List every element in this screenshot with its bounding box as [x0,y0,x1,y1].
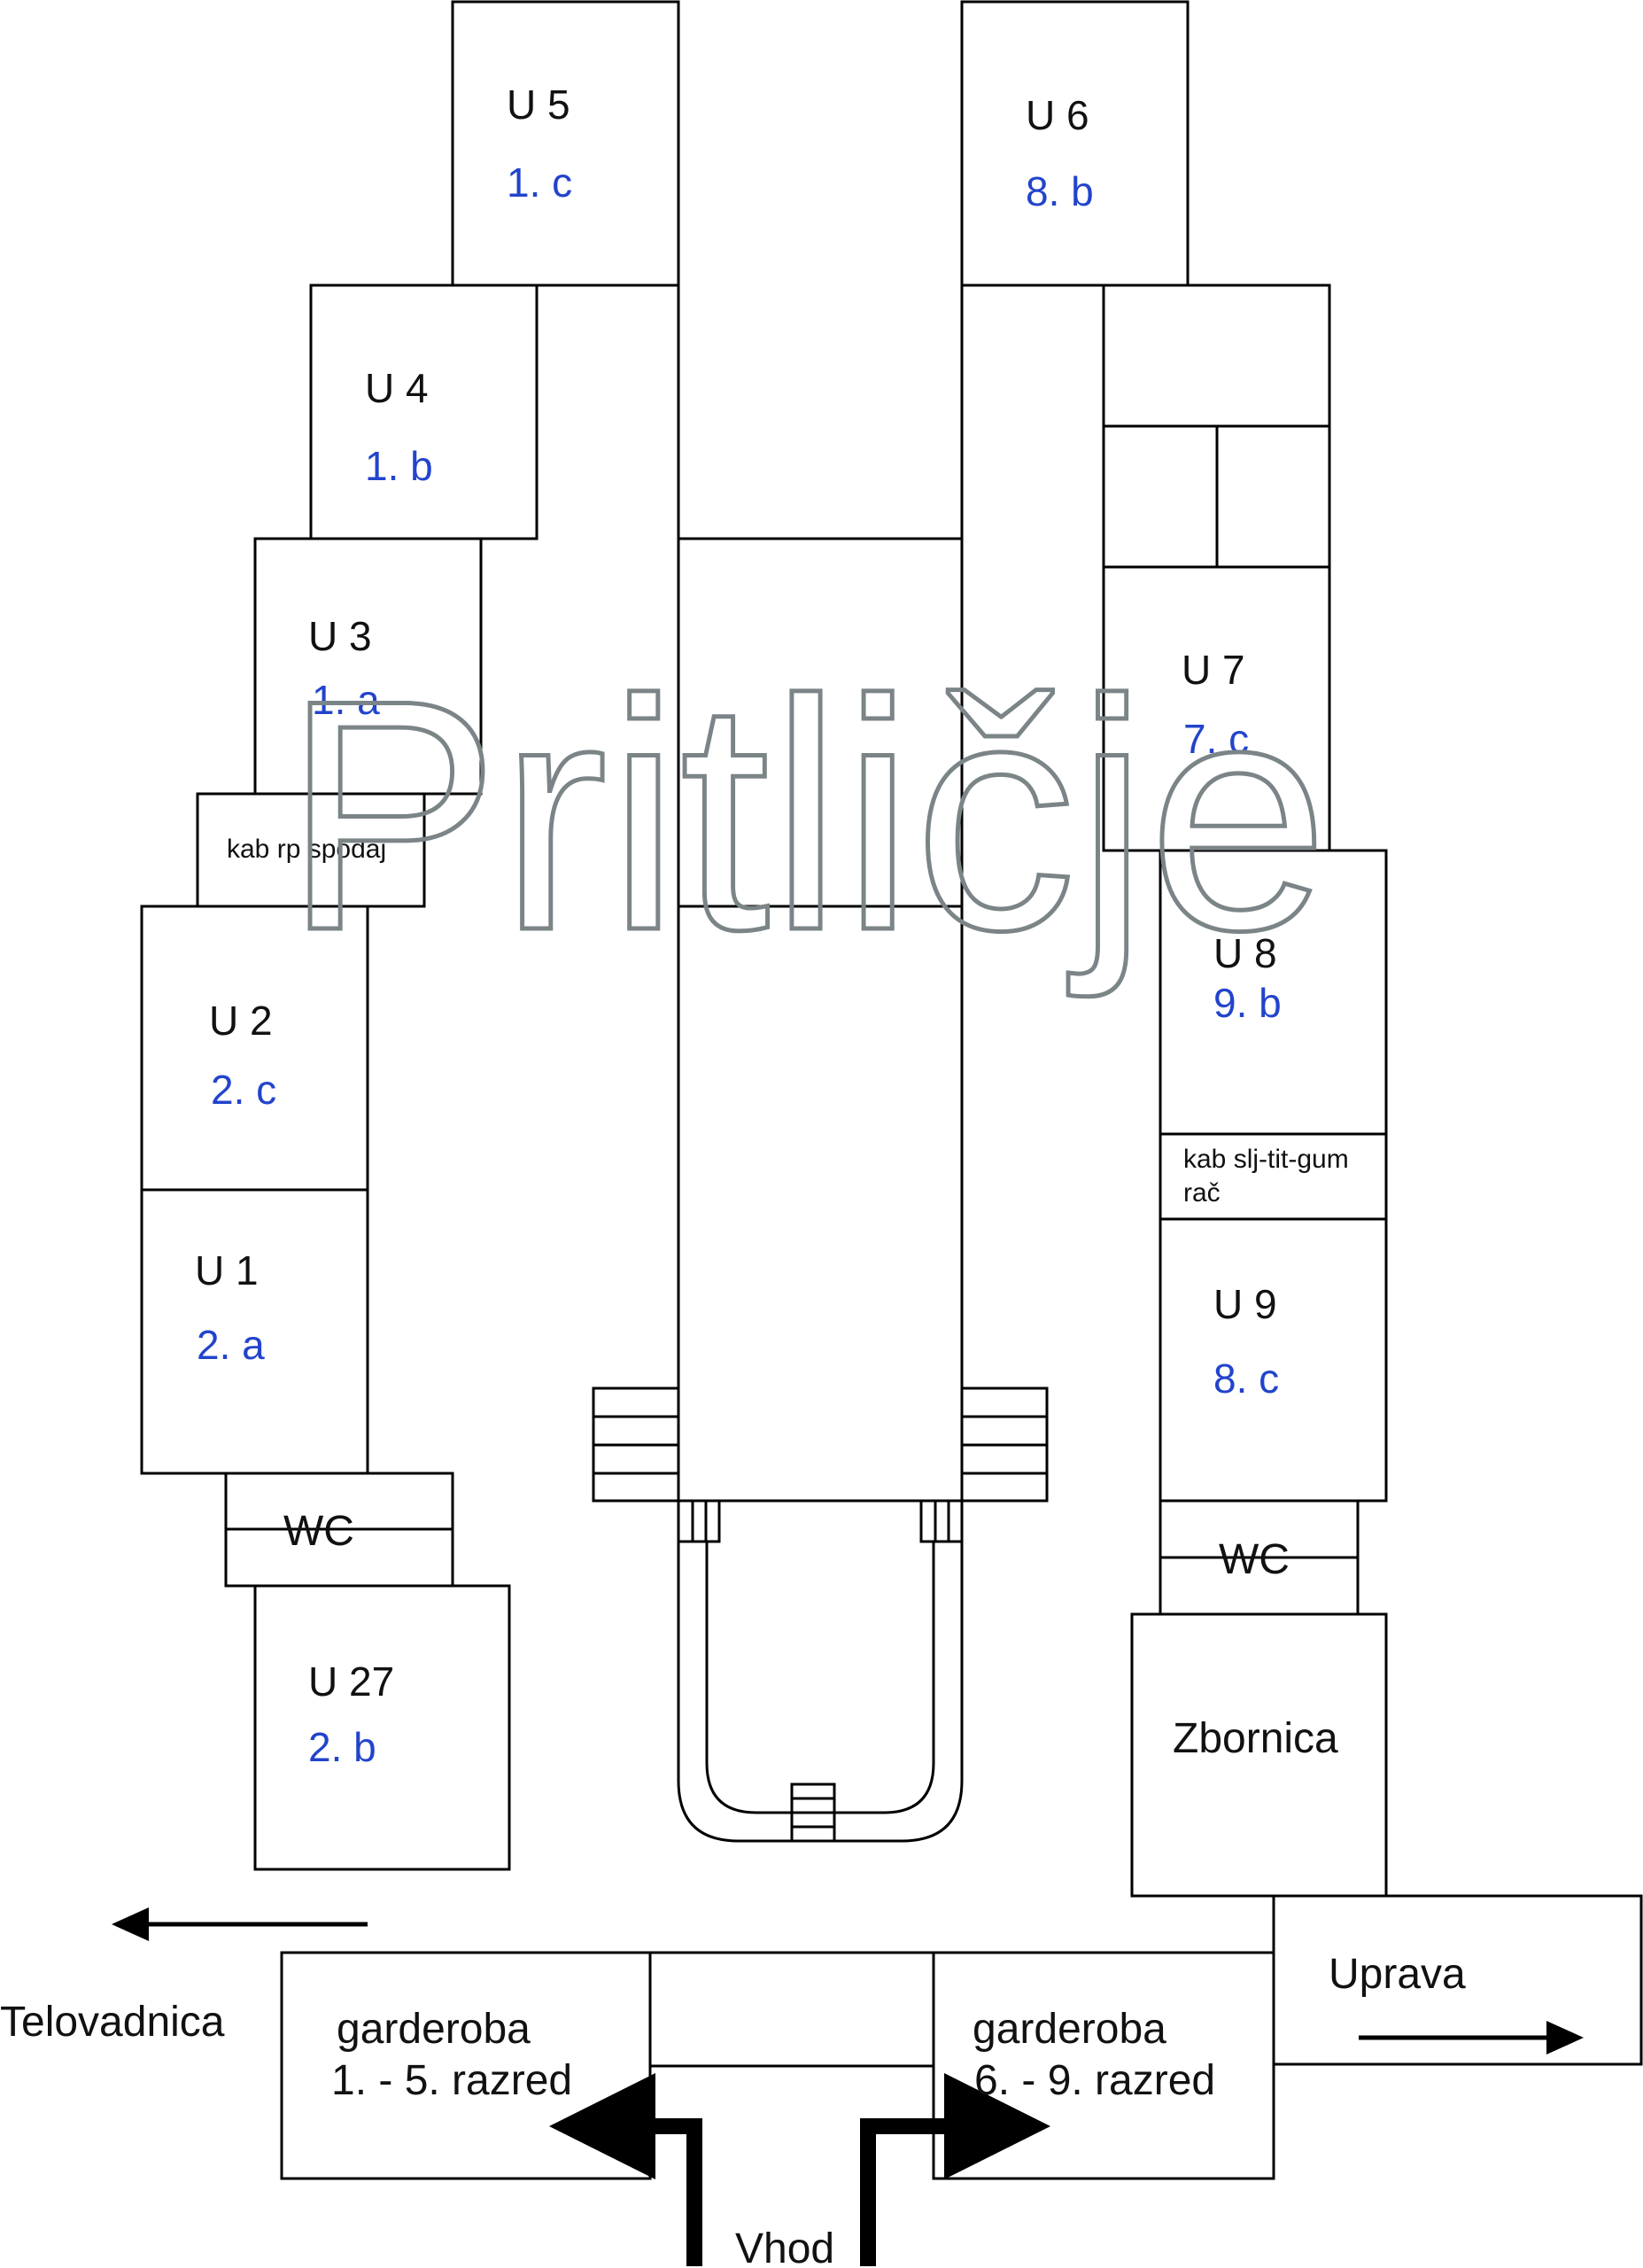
room-u6-class: 8. b [1026,168,1094,214]
wc-right-label: WC [1219,1536,1290,1583]
entrance-arrow-right-path [860,2118,953,2266]
cloakroom-left-label-line1: garderoba [337,2006,531,2053]
ramp-post-left [677,1499,721,1543]
room-u7-class: 7. c [1183,716,1249,762]
staff-room[interactable] [1130,1612,1388,1898]
cabinet-slj-label-line2: rač [1183,1178,1221,1208]
central-lower-block [677,905,964,1503]
room-u3[interactable] [253,537,483,796]
room-u2-class: 2. c [211,1067,276,1113]
room-u9-id: U 9 [1213,1281,1277,1327]
room-u27-class: 2. b [308,1724,376,1770]
room-u4[interactable] [309,284,539,540]
room-u3-class: 1. a [312,677,380,723]
ramp-post-right [919,1499,964,1543]
room-u1[interactable] [140,1188,369,1475]
storage-top [1102,284,1331,428]
cabinet-rp[interactable] [196,792,426,908]
room-u27[interactable] [253,1584,511,1871]
management-arrow-icon [1546,2021,1584,2054]
room-u3-id: U 3 [308,613,372,659]
room-u1-id: U 1 [195,1247,259,1293]
room-u2[interactable] [140,905,369,1192]
management-label: Uprava [1329,1951,1466,1998]
cloakroom-right-label-line1: garderoba [973,2006,1166,2053]
room-u8-id: U 8 [1213,930,1277,976]
storage-left [1102,424,1219,569]
entrance-arrow-left-icon [549,2073,655,2179]
floor-title-watermark: Pritličje [283,633,1329,1000]
room-u8[interactable] [1159,849,1388,1136]
room-u1-class: 2. a [197,1322,265,1368]
room-u4-class: 1. b [365,443,433,489]
gym-arrow-icon [112,1907,149,1941]
room-u5[interactable] [451,0,680,287]
ramp-inner [705,1501,935,1814]
room-u2-id: U 2 [209,998,273,1044]
entrance-arrow-left-path [647,2118,702,2266]
wc-left-label: WC [283,1508,354,1555]
room-u9[interactable] [1159,1217,1388,1503]
room-u9-class: 8. c [1213,1355,1279,1402]
room-u6[interactable] [960,0,1190,287]
cloakroom-left-label-line2: 1. - 5. razred [331,2057,572,2104]
room-u7[interactable] [1102,565,1331,852]
cabinet-slj-label-line1: kab slj-tit-gum [1183,1145,1349,1174]
cloakroom-right-label-line2: 6. - 9. razred [974,2057,1215,2104]
gym-label: Telovadnica [0,1999,225,2046]
room-u5-class: 1. c [507,159,572,206]
staff-room-label: Zbornica [1173,1715,1338,1762]
room-u4-id: U 4 [365,365,429,411]
entrance-hall [648,1951,935,2068]
room-u6-id: U 6 [1026,92,1089,138]
entrance-arrow-right-icon [944,2073,1050,2179]
cabinet-rp-label: kab rp spodaj [227,835,386,864]
storage-right [1215,424,1331,569]
room-u7-id: U 7 [1182,647,1245,693]
cabinet-slj[interactable] [1159,1132,1388,1221]
entrance-label: Vhod [735,2225,834,2268]
room-u8-class: 9. b [1213,980,1282,1026]
central-hall [677,537,964,908]
room-u5-id: U 5 [507,82,570,128]
room-u27-id: U 27 [308,1658,394,1705]
